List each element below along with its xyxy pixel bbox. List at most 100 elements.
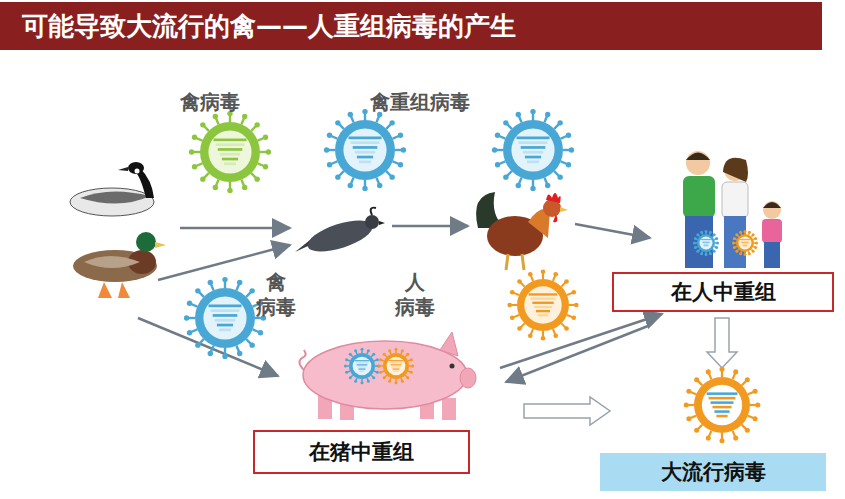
virus-stripe (704, 244, 709, 246)
virus-stripe (218, 148, 243, 151)
virus-spike-tip (566, 162, 571, 167)
virus-stripe (216, 143, 245, 146)
virus-spike-tip (748, 252, 751, 255)
virus-spike (748, 416, 754, 418)
virus-spike-tip (379, 371, 382, 374)
virus-spike (395, 149, 402, 151)
virus-body (195, 288, 255, 348)
virus-spike-tip (324, 147, 329, 152)
virus-spike (542, 273, 544, 279)
virus-spike-tip (706, 436, 711, 441)
virus-spike-tip (564, 326, 569, 331)
virus-spike-tip (327, 133, 332, 138)
virus-spike-tip (354, 380, 357, 383)
virus-spike (561, 161, 567, 164)
virus-spike (196, 138, 202, 141)
virus-spike (188, 317, 195, 319)
virus-spike-tip (571, 315, 576, 320)
virus-spike-tip (187, 330, 192, 335)
pig-ear (440, 332, 458, 356)
virus-spike (251, 126, 256, 131)
virus-body (694, 377, 750, 433)
virus-spike-tip (733, 369, 738, 374)
virus-label: 人 病毒 (392, 270, 438, 320)
virus-label: 禽重组病毒 (350, 90, 490, 115)
virus-spike-tip (716, 242, 719, 245)
virus-stripe (392, 368, 399, 369)
child-shirt (762, 219, 782, 243)
virus-spike-tip (517, 326, 522, 331)
virus-spike-tip (574, 303, 579, 308)
virus-spike (514, 293, 519, 295)
virus-spike-tip (503, 174, 508, 179)
virus-spike-tip (748, 231, 751, 234)
virus-spike-tip (719, 367, 724, 372)
virus-body (697, 234, 715, 252)
virus-spike-tip (249, 342, 254, 347)
virus-stripe (534, 306, 552, 308)
virus-spike (690, 416, 696, 418)
virus-icon (184, 277, 266, 359)
goose-beak (118, 167, 128, 171)
virus-spike (191, 304, 197, 307)
virus-spike-tip (557, 174, 562, 179)
virus-stripe (356, 362, 368, 363)
pig-leg (442, 398, 456, 420)
virus-spike-tip (557, 120, 562, 125)
virus-stripe (220, 153, 240, 156)
virus-spike-tip (553, 272, 558, 277)
virus-spike (224, 348, 226, 355)
virus-stripe (741, 241, 748, 243)
virus-spike (553, 329, 555, 334)
virus-spike-tip (528, 272, 533, 277)
virus-spike-tip (719, 438, 724, 443)
duck-wing (84, 256, 140, 268)
virus-spike-tip (377, 365, 380, 368)
pig-tail (299, 350, 305, 370)
virus-spike (521, 323, 525, 327)
virus-spike-tip (362, 186, 367, 191)
goose-body (70, 188, 154, 216)
virus-stripe (519, 141, 548, 144)
virus-spike-tip (254, 176, 259, 181)
virus-spike (698, 425, 702, 429)
virus-spike-tip (492, 147, 497, 152)
virus-spike (567, 293, 572, 295)
virus-spike-tip (208, 280, 213, 285)
virus-body (503, 120, 563, 180)
virus-icon (732, 230, 758, 256)
virus-stripe (517, 137, 550, 140)
virus-spike-tip (541, 269, 546, 274)
virus-spike-tip (528, 333, 533, 338)
virus-stripe (213, 314, 238, 317)
virus-spike-tip (753, 416, 758, 421)
virus-spike-tip (705, 230, 708, 233)
virus-spike-tip (410, 358, 413, 361)
virus-spike-tip (564, 279, 569, 284)
virus-body (335, 120, 395, 180)
virus-spike (567, 315, 572, 317)
virus-spike (531, 329, 533, 334)
family-figure (683, 151, 782, 268)
virus-spike-tip (395, 348, 398, 351)
virus-spike (199, 292, 204, 297)
hollow-arrow-right (524, 397, 610, 425)
virus-spike-tip (344, 365, 347, 368)
virus-spike (331, 161, 337, 164)
duck-beak (155, 242, 166, 248)
virus-spike-tip (406, 353, 409, 356)
virus-icon (324, 109, 406, 191)
virus-spike-tip (195, 342, 200, 347)
virus-spike-tip (745, 377, 750, 382)
virus-body (349, 353, 375, 379)
virus-spike-tip (739, 252, 742, 255)
virus-body (517, 279, 569, 331)
virus-spike (241, 118, 244, 124)
virus-stripe (711, 401, 734, 404)
virus-stripe (743, 246, 747, 248)
virus-spike-tip (516, 183, 521, 188)
virus-spike (258, 163, 264, 166)
virus-spike-tip (510, 290, 515, 295)
virus-spike-tip (263, 164, 268, 169)
